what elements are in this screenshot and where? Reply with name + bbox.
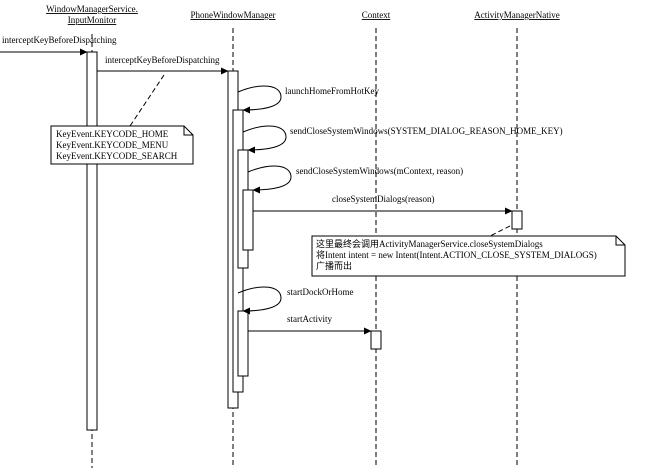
note-broadcast-line2: 将Intent intent = new Intent(Intent.ACTIO… — [316, 250, 597, 260]
note-keys-connector — [129, 74, 165, 127]
note-keys-box — [50, 125, 194, 165]
message-m1-label: interceptKeyBeforeDispatching — [105, 55, 220, 65]
note-keys-line2: KeyEvent.KEYCODE_MENU — [56, 140, 169, 150]
activation-wms — [86, 51, 98, 431]
note-broadcast-line3: 广播而出 — [316, 260, 352, 271]
note-broadcast-box — [311, 235, 626, 277]
activation-ctx — [370, 330, 382, 350]
message-self2-arrow — [242, 125, 287, 154]
message-self2-label: sendCloseSystemWindows(SYSTEM_DIALOG_REA… — [290, 126, 563, 136]
message-entry-label: interceptKeyBeforeDispatching — [2, 35, 117, 45]
message-m2-label: closeSystemDialogs(reason) — [332, 194, 434, 204]
participant-ctx: Context — [362, 10, 391, 20]
activation-pwm-5 — [237, 310, 249, 377]
note-broadcast-fold — [615, 236, 625, 246]
participant-wms-line2: InputMonitor — [68, 15, 117, 25]
message-m3-label: startActivity — [287, 314, 332, 324]
message-self1-label: launchHomeFromHotKey — [285, 86, 379, 96]
message-self1-arrow — [237, 85, 282, 114]
message-self4-arrow — [237, 286, 282, 315]
message-self3-label: sendCloseSystemWindows(mContext, reason) — [296, 166, 463, 176]
note-keys-fold — [183, 126, 193, 136]
message-self4-label: startDockOrHome — [287, 287, 353, 297]
note-broadcast-connector — [489, 225, 511, 237]
note-keys-line3: KeyEvent.KEYCODE_SEARCH — [56, 151, 178, 161]
message-self3-arrow — [247, 165, 292, 194]
activation-amn — [511, 210, 523, 230]
activation-pwm-4 — [242, 189, 254, 251]
participant-wms-line1: WindowManagerService. — [46, 4, 138, 14]
participant-pwm: PhoneWindowManager — [190, 10, 275, 20]
participant-amn: ActivityManagerNative — [474, 10, 559, 20]
note-broadcast-line1: 这里最终会调用ActivityManagerService.closeSyste… — [316, 238, 543, 249]
note-keys-line1: KeyEvent.KEYCODE_HOME — [56, 129, 169, 139]
